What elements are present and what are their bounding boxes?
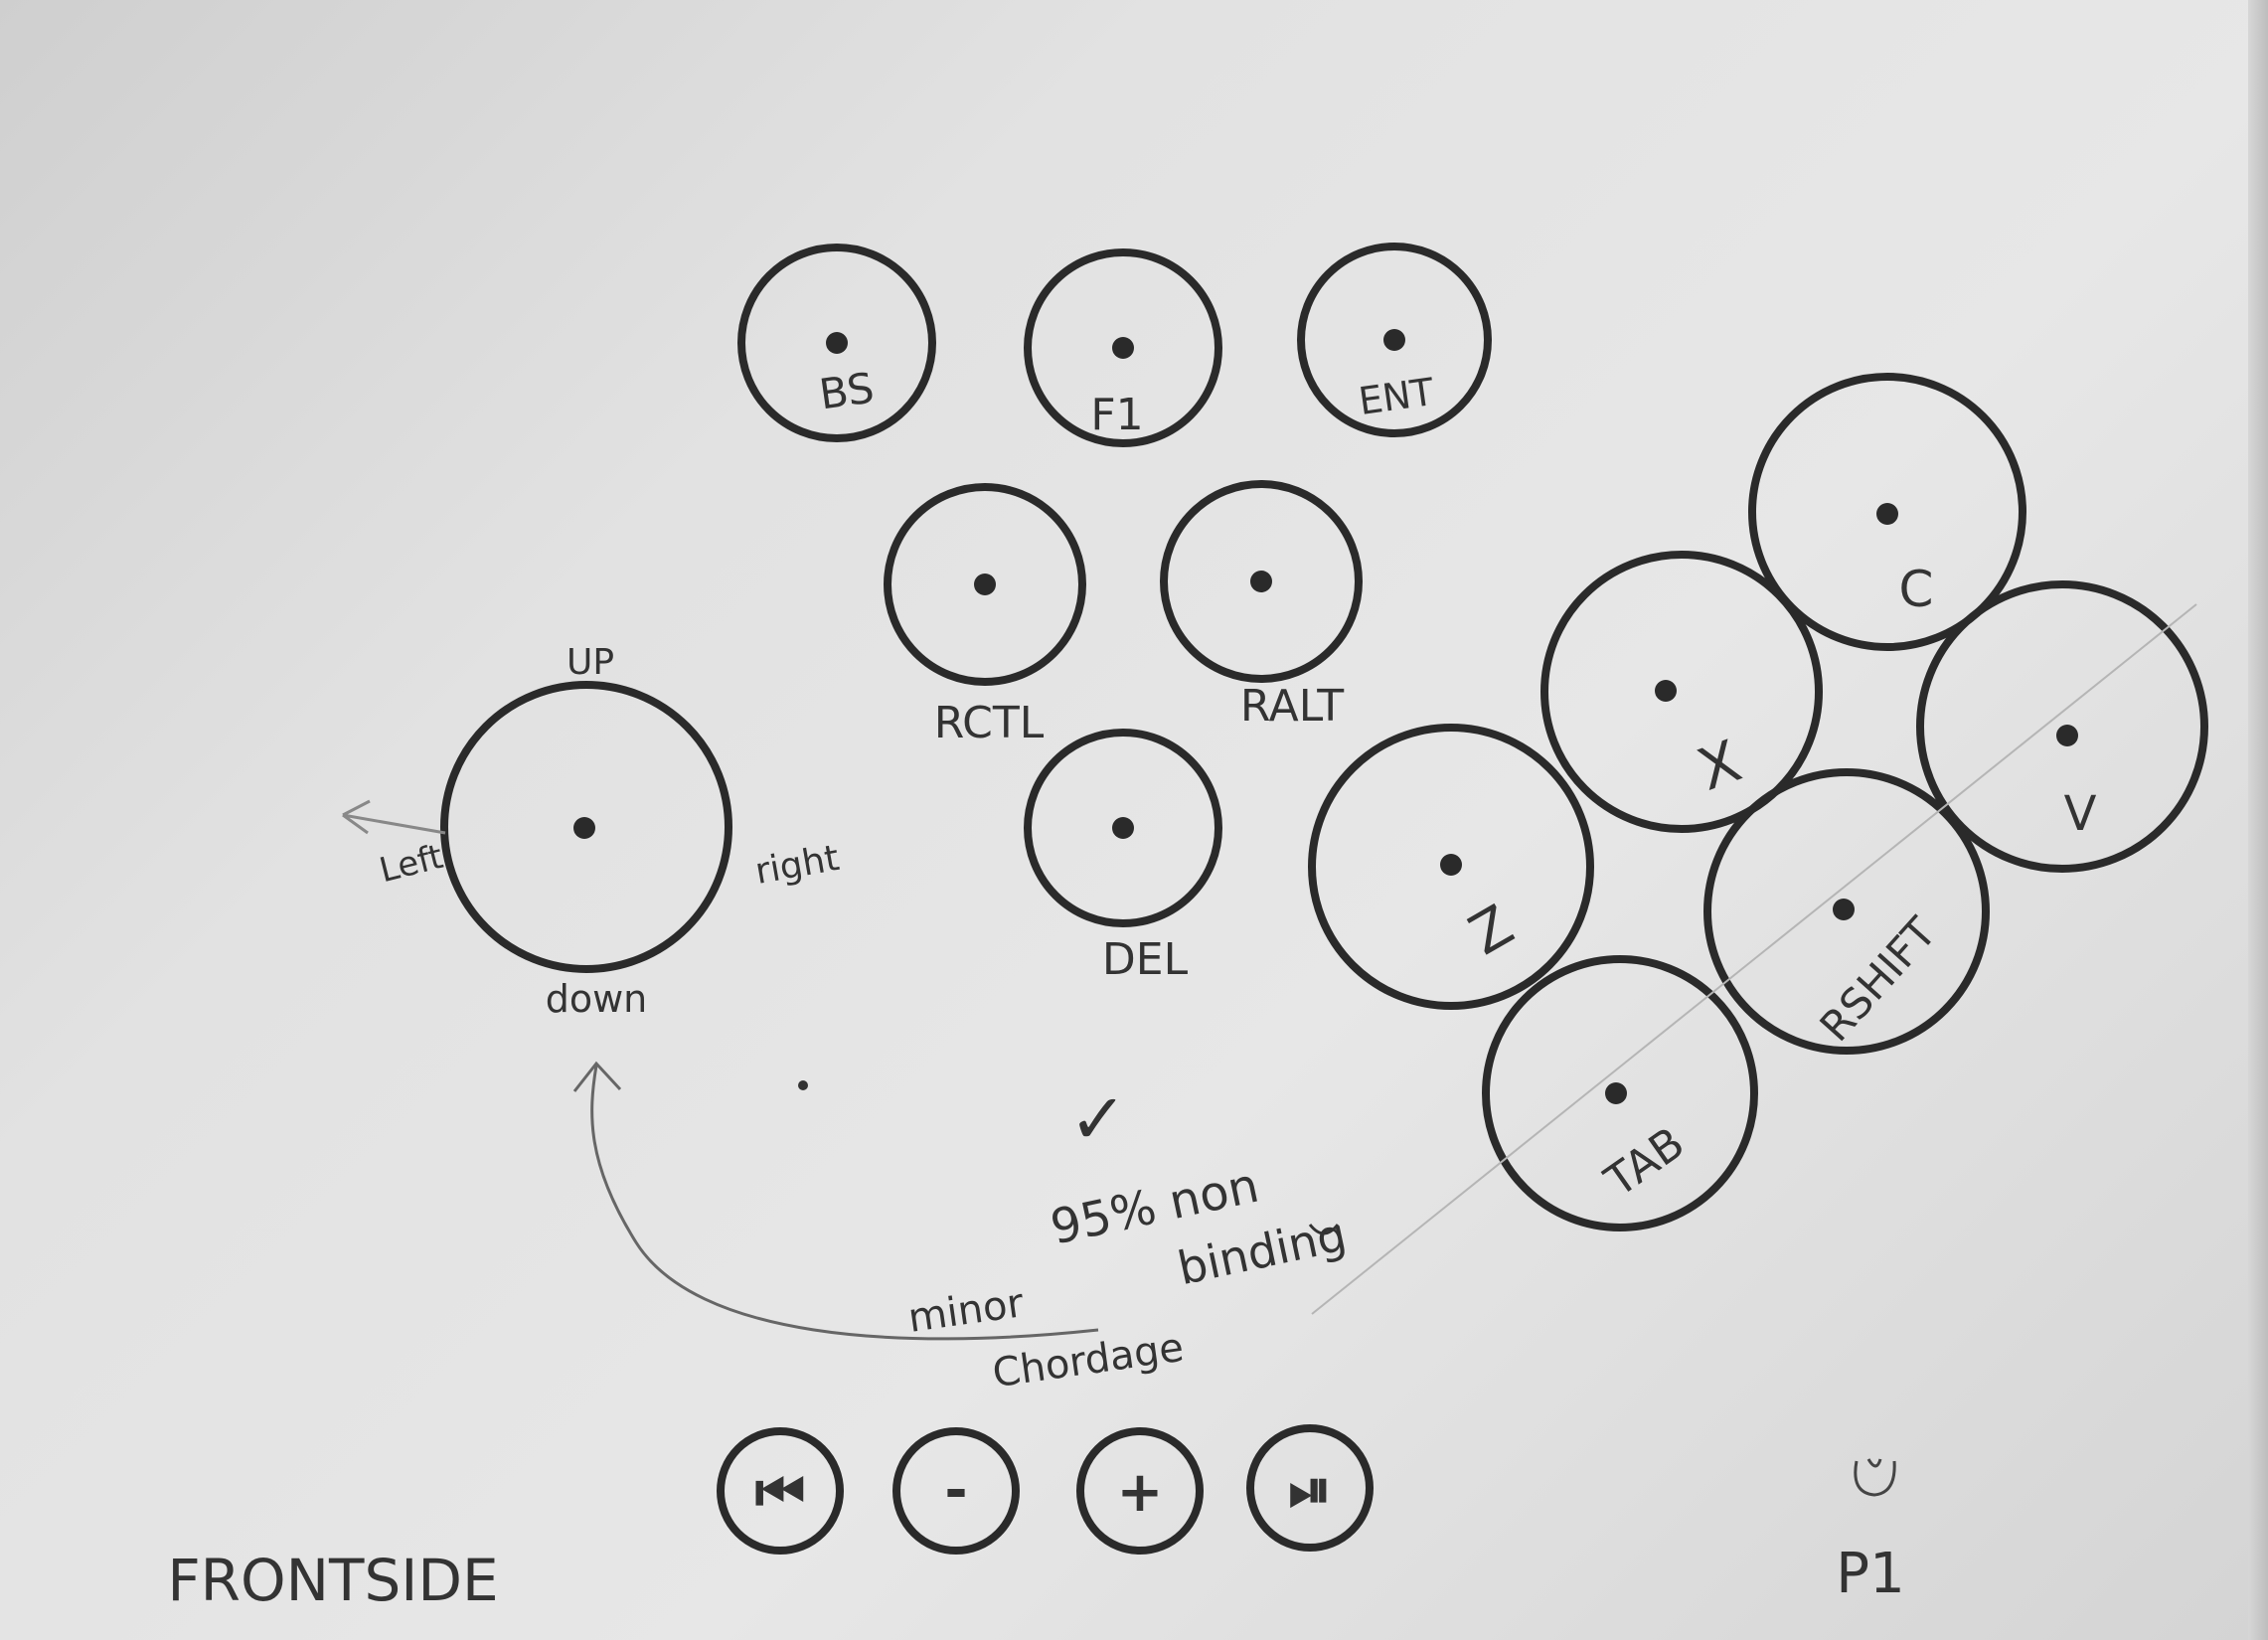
media-prev-button[interactable]: ⏮ [717, 1427, 844, 1555]
minus-icon: - [944, 1458, 967, 1523]
joystick[interactable] [440, 681, 732, 973]
joystick-up-label: UP [567, 642, 614, 683]
plus-icon: + [1117, 1460, 1164, 1525]
ralt-label: RALT [1240, 681, 1344, 732]
rshift-button[interactable]: RSHIFT [1703, 768, 1990, 1055]
del-button[interactable]: DEL [1024, 729, 1222, 985]
marker-dot [798, 1080, 808, 1090]
checkmark: ✓ [1069, 1078, 1128, 1160]
frontside-label: FRONTSIDE [167, 1547, 498, 1614]
joystick-right-label: right [752, 838, 842, 893]
minor-line-1: minor [905, 1280, 1027, 1342]
play-pause-button[interactable]: ⏯ [1246, 1424, 1374, 1552]
rctl-label: RCTL [934, 698, 1045, 748]
f1-label: F1 [1090, 390, 1143, 440]
c-label: C [1899, 561, 1934, 618]
volume-up-button[interactable]: + [1076, 1427, 1204, 1555]
play-pause-icon: ⏯ [1288, 1458, 1331, 1521]
smiley-icon [1308, 1224, 1340, 1235]
z-button[interactable]: Z [1308, 724, 1594, 1010]
p1-label: P1 [1836, 1542, 1904, 1606]
doodle-icon [1854, 1458, 1896, 1497]
v-label: V [2064, 786, 2097, 842]
prev-icon: ⏮ [755, 1460, 805, 1525]
pencil-guide-line [1311, 603, 2197, 1315]
volume-down-button[interactable]: - [892, 1427, 1020, 1555]
paper-edge [2248, 0, 2268, 1640]
joystick-left-label: Left [376, 837, 447, 891]
rctl-button[interactable]: RCTL [884, 483, 1086, 748]
x-label: X [1690, 727, 1750, 803]
ent-button[interactable]: ENT [1297, 243, 1492, 437]
del-label: DEL [1102, 934, 1189, 985]
v-button[interactable]: V [1916, 580, 2208, 873]
up-arrowhead-icon [572, 1061, 622, 1092]
joystick-down-label: down [546, 977, 648, 1021]
chordage-arrow-line [590, 1065, 1099, 1341]
tab-button[interactable]: TAB [1482, 955, 1758, 1231]
left-arrow-icon [342, 799, 446, 835]
ent-label: ENT [1356, 370, 1437, 423]
bs-button[interactable]: BS [737, 244, 936, 442]
z-label: Z [1459, 894, 1525, 968]
f1-button[interactable]: F1 [1024, 248, 1222, 447]
ralt-button[interactable]: RALT [1160, 480, 1363, 732]
bs-label: BS [816, 363, 877, 418]
tab-label: TAB [1595, 1118, 1694, 1208]
x-button[interactable]: X [1540, 551, 1823, 833]
c-button[interactable]: C [1748, 373, 2026, 651]
